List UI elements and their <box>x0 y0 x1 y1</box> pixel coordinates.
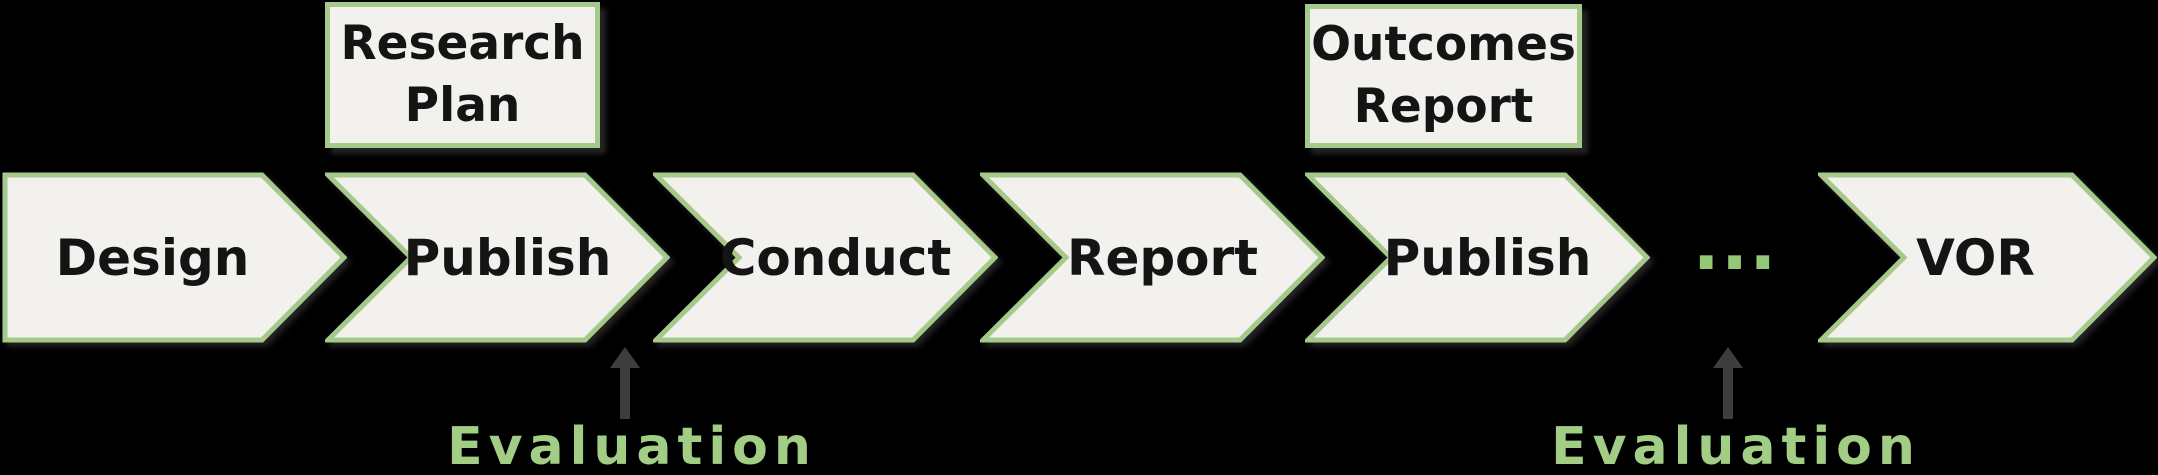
step-design: Design <box>2 172 347 343</box>
outcomes-report-box: Outcomes Report <box>1305 4 1582 148</box>
step-publish-1: Publish <box>325 172 670 343</box>
step-publish-2: Publish <box>1305 172 1650 343</box>
step-report: Report <box>980 172 1325 343</box>
evaluation-label-1: Evaluation <box>447 417 817 475</box>
outcomes-report-label: Outcomes Report <box>1311 17 1576 134</box>
step-report-label: Report <box>1066 228 1259 287</box>
chevron-shape <box>653 172 998 343</box>
arrow-head <box>1713 347 1743 368</box>
step-publish-1-label: Publish <box>403 228 612 287</box>
chevron-shape <box>325 172 670 343</box>
step-vor: VOR <box>1818 172 2157 343</box>
step-design-label: Design <box>55 228 250 287</box>
up-arrow-icon <box>1713 347 1743 419</box>
step-conduct: Conduct <box>653 172 998 343</box>
arrow-head <box>610 347 640 368</box>
chevron-shape <box>980 172 1325 343</box>
research-plan-label: Research Plan <box>340 16 585 133</box>
evaluation-label-2: Evaluation <box>1551 417 1921 475</box>
research-plan-box: Research Plan <box>325 2 600 148</box>
up-arrow-icon <box>610 347 640 419</box>
step-ellipsis: ... <box>1650 172 1820 343</box>
arrow-shaft <box>1723 368 1733 419</box>
step-publish-2-label: Publish <box>1383 228 1592 287</box>
chevron-shape <box>2 172 347 343</box>
step-vor-label: VOR <box>1916 228 2035 287</box>
chevron-shape <box>1305 172 1650 343</box>
chevron-shape <box>1818 172 2157 343</box>
arrow-shaft <box>620 368 630 419</box>
ellipsis-dots: ... <box>1692 201 1778 286</box>
step-conduct-label: Conduct <box>719 228 952 287</box>
